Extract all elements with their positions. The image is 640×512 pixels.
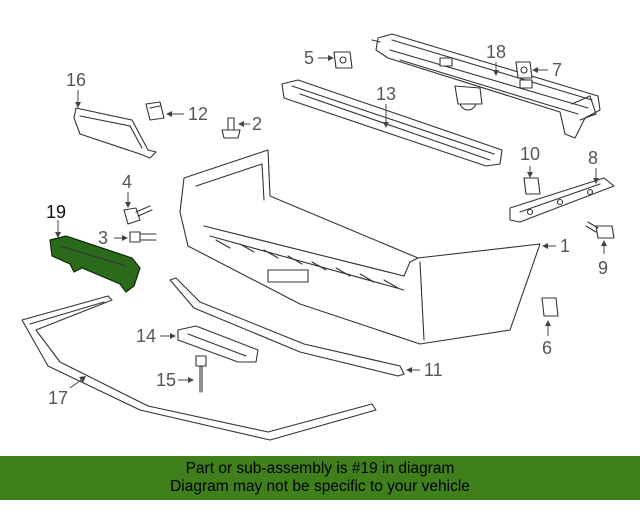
part-13-energy-absorber[interactable]: [281, 79, 503, 167]
part-15-push-rivet[interactable]: [195, 355, 207, 393]
callout-1: 1: [560, 236, 570, 256]
part-17-lower-valance[interactable]: [21, 295, 377, 441]
part-7-nut[interactable]: [515, 61, 533, 79]
callout-12: 12: [188, 104, 208, 124]
callout-18: 18: [486, 42, 506, 62]
callout-11: 11: [424, 360, 443, 380]
callout-leaders: [55, 55, 607, 389]
part-2-push-pin[interactable]: [221, 117, 241, 139]
info-banner: Part or sub-assembly is #19 in diagram D…: [0, 456, 640, 500]
callout-2: 2: [252, 114, 262, 134]
callout-19: 19: [46, 202, 66, 222]
part-1-bumper-fascia[interactable]: [179, 149, 541, 345]
part-12-clip[interactable]: [145, 101, 165, 121]
callout-5: 5: [304, 48, 314, 68]
callout-7: 7: [552, 60, 562, 80]
part-8-side-bracket[interactable]: [509, 177, 615, 223]
part-14-lower-bracket[interactable]: [177, 325, 259, 363]
callout-13: 13: [376, 84, 396, 104]
bumper-parts-diagram: 5 18 7 13 16 12 2 10 8 4 3 1 9 6 11 14 1…: [21, 33, 615, 441]
part-11-trim-strip[interactable]: [169, 277, 405, 377]
callout-15: 15: [156, 370, 176, 390]
part-3-bolt[interactable]: [129, 231, 157, 243]
banner-line-2: Diagram may not be specific to your vehi…: [170, 478, 470, 495]
part-19-bracket-highlighted[interactable]: [49, 235, 141, 293]
part-16-trim-panel[interactable]: [73, 107, 157, 159]
callout-4: 4: [122, 172, 132, 192]
part-4-bolt[interactable]: [123, 205, 153, 225]
callout-10: 10: [520, 144, 540, 164]
callout-3: 3: [98, 228, 108, 248]
callout-8: 8: [588, 148, 598, 168]
callout-16: 16: [66, 70, 86, 90]
callout-14: 14: [136, 326, 156, 346]
callout-17: 17: [48, 388, 68, 408]
part-9-bolt[interactable]: [585, 221, 615, 239]
banner-line-1: Part or sub-assembly is #19 in diagram: [185, 460, 455, 477]
part-18-impact-bar[interactable]: [371, 33, 601, 139]
callout-9: 9: [598, 258, 608, 278]
callout-6: 6: [542, 338, 552, 358]
part-10-nut[interactable]: [523, 177, 541, 195]
part-6-nut[interactable]: [541, 297, 559, 317]
part-5-nut[interactable]: [333, 51, 353, 69]
